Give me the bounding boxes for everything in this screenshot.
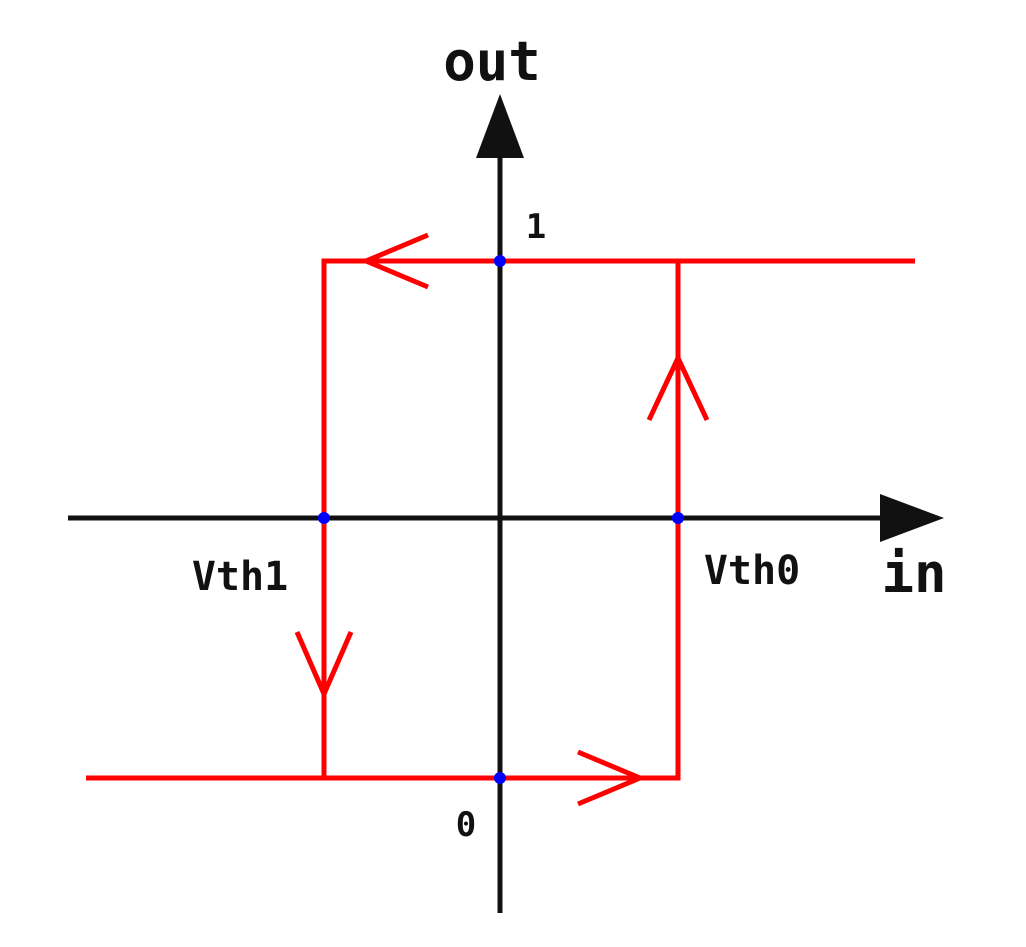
y-axis-label: out bbox=[443, 30, 541, 93]
curve-low-level bbox=[86, 261, 681, 781]
hysteresis-curve bbox=[86, 232, 915, 807]
threshold-left-label: Vth1 bbox=[192, 554, 288, 600]
level-low-label: 0 bbox=[456, 805, 476, 845]
x-axis-arrowhead bbox=[880, 494, 944, 542]
level-high-label: 1 bbox=[526, 207, 546, 247]
point-vth0 bbox=[672, 512, 684, 524]
arrow-up-right bbox=[646, 352, 710, 422]
point-low-crossing bbox=[494, 772, 506, 784]
x-axis-label: in bbox=[881, 542, 946, 605]
point-high-crossing bbox=[494, 255, 506, 267]
arrow-left-high bbox=[359, 232, 429, 290]
arrow-down-left bbox=[294, 631, 354, 701]
point-vth1 bbox=[318, 512, 330, 524]
arrow-right-low bbox=[577, 749, 647, 807]
y-axis-arrowhead bbox=[476, 94, 524, 158]
threshold-right-label: Vth0 bbox=[704, 548, 800, 594]
curve-high-level bbox=[321, 258, 915, 778]
